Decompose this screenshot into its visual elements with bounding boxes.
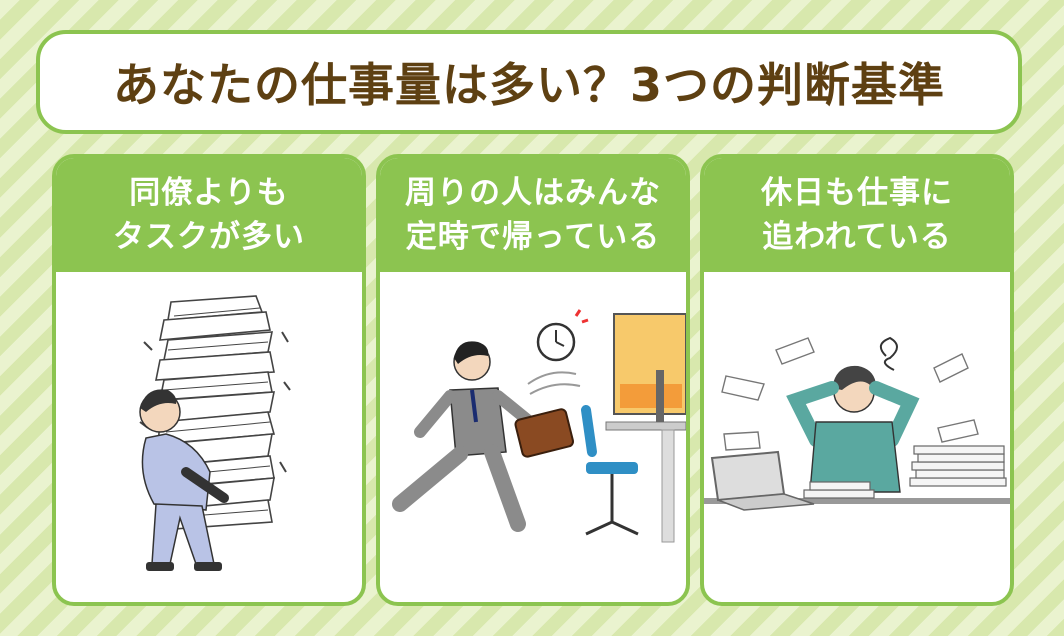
criterion-card-3: 休日も仕事に 追われている [700,154,1014,606]
card-title-line1: 休日も仕事に [761,175,953,211]
paper-stack-man-illustration [139,295,291,571]
card-title-line2: タスクが多い [113,219,305,255]
card-title-line2: 定時で帰っている [405,219,661,255]
criterion-card-2: 周りの人はみんな 定時で帰っている [376,154,690,606]
criterion-card-1: 同僚よりも タスクが多い [52,154,366,606]
page-title: あなたの仕事量は多い？3つの判断基準 [112,58,945,112]
card-title-line2: 追われている [762,219,952,255]
stressed-woman-illustration [704,336,1010,511]
card-header: 休日も仕事に 追われている [704,158,1010,272]
card-title-line1: 同僚よりも [129,175,289,211]
card-header: 同僚よりも タスクが多い [56,158,362,272]
card-header: 周りの人はみんな 定時で帰っている [380,158,686,272]
title-banner: あなたの仕事量は多い？3つの判断基準 [36,30,1022,134]
leaving-office-illustration [392,309,686,543]
card-title-line1: 周りの人はみんな [405,175,661,211]
